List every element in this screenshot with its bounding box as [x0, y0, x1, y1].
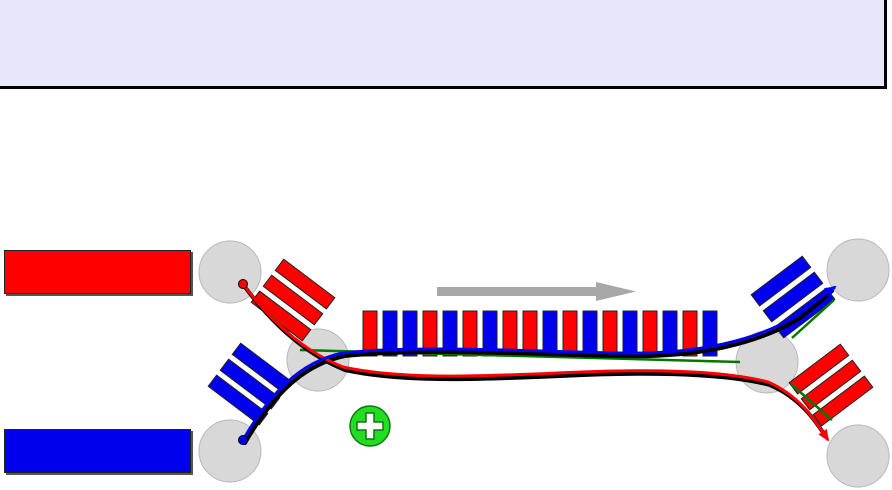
center-block-blue: [662, 310, 678, 357]
blue-strand-start: [238, 435, 248, 445]
legend-red-box: [4, 250, 191, 294]
stack-block: [219, 358, 281, 410]
header-panel: [0, 0, 887, 89]
center-block-red: [562, 310, 578, 357]
center-block-blue: [402, 310, 418, 357]
blue-strand: [241, 285, 837, 441]
center-block-blue: [582, 310, 598, 357]
green-strand-top-right: [791, 299, 835, 339]
stack-block: [262, 274, 324, 326]
green-strand-bottom-right: [791, 384, 833, 421]
red-block-stack-top-left: [250, 258, 336, 342]
stack-block: [800, 359, 862, 411]
center-block-blue: [442, 310, 458, 357]
center-block-blue: [702, 310, 718, 357]
stack-block: [207, 374, 269, 426]
red-strand: [241, 283, 830, 442]
stack-block: [812, 375, 874, 427]
stack-block: [274, 258, 336, 310]
center-block-blue: [382, 310, 398, 357]
center-block-red: [362, 310, 378, 357]
center-block-red: [462, 310, 478, 357]
plus-icon: [349, 405, 391, 447]
stack-block: [762, 271, 824, 323]
red-block-stack-bottom-right: [788, 343, 874, 427]
direction-arrow: [437, 282, 636, 301]
circle-top-right: [826, 238, 890, 302]
center-block-red: [602, 310, 618, 357]
center-block-red: [642, 310, 658, 357]
stack-block: [750, 255, 812, 307]
stack-block: [788, 343, 850, 395]
center-block-blue: [542, 310, 558, 357]
red-strand-start: [238, 279, 248, 289]
center-block-blue: [622, 310, 638, 357]
circle-bottom-right: [826, 424, 890, 488]
legend-blue-box: [4, 429, 191, 473]
center-block-red: [422, 310, 438, 357]
blue-block-stack-bottom-left: [207, 342, 293, 426]
center-block-red: [682, 310, 698, 357]
